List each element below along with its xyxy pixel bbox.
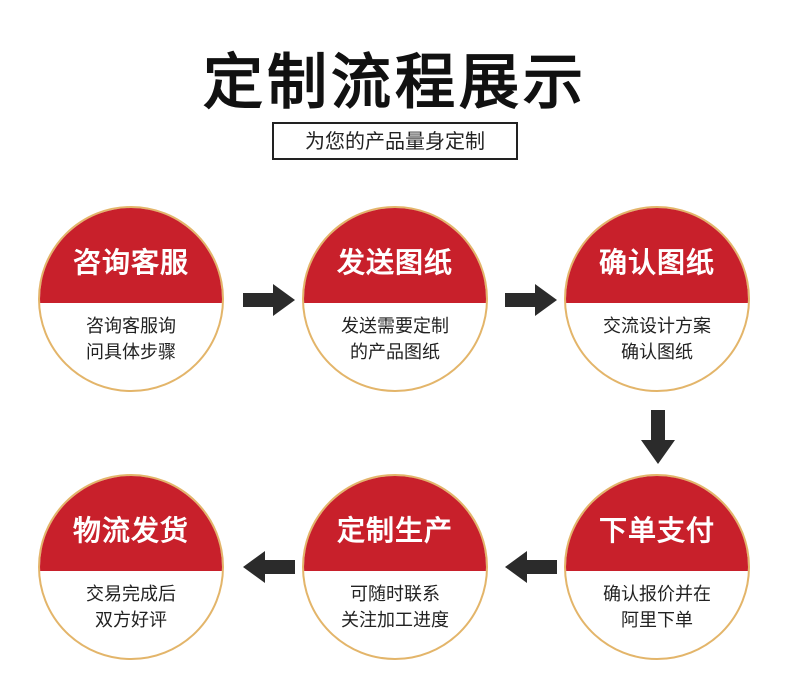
step-desc-line: 确认图纸 — [621, 341, 693, 363]
step-custom-production: 定制生产 可随时联系 关注加工进度 — [302, 474, 488, 660]
step-desc-line: 阿里下单 — [621, 609, 693, 631]
step-title: 定制生产 — [336, 513, 453, 547]
step-consult-customer-service: 咨询客服 咨询客服询 问具体步骤 — [38, 206, 224, 392]
arrow-right-icon — [505, 284, 557, 316]
step-desc-line: 可随时联系 — [350, 583, 440, 605]
step-order-payment: 下单支付 确认报价并在 阿里下单 — [564, 474, 750, 660]
step-title: 下单支付 — [598, 513, 715, 547]
arrow-right-icon — [243, 284, 295, 316]
step-desc-line: 确认报价并在 — [603, 583, 711, 605]
step-desc-line: 问具体步骤 — [86, 341, 176, 363]
page-subtitle: 为您的产品量身定制 — [272, 122, 518, 160]
step-desc-line: 关注加工进度 — [341, 609, 449, 631]
step-desc-line: 的产品图纸 — [350, 341, 440, 363]
page-title: 定制流程展示 — [203, 48, 587, 118]
step-title: 发送图纸 — [336, 245, 453, 279]
step-desc-line: 双方好评 — [95, 609, 167, 631]
step-title: 咨询客服 — [72, 245, 189, 279]
step-desc-line: 咨询客服询 — [86, 315, 176, 337]
step-confirm-drawings: 确认图纸 交流设计方案 确认图纸 — [564, 206, 750, 392]
arrow-down-icon — [641, 410, 675, 464]
step-desc-line: 交易完成后 — [86, 583, 176, 605]
step-title: 物流发货 — [72, 513, 189, 547]
arrow-left-icon — [243, 551, 295, 583]
step-title: 确认图纸 — [598, 245, 715, 279]
step-logistics-delivery: 物流发货 交易完成后 双方好评 — [38, 474, 224, 660]
step-desc-line: 交流设计方案 — [603, 315, 711, 337]
arrow-left-icon — [505, 551, 557, 583]
step-desc-line: 发送需要定制 — [341, 315, 449, 337]
step-send-drawings: 发送图纸 发送需要定制 的产品图纸 — [302, 206, 488, 392]
